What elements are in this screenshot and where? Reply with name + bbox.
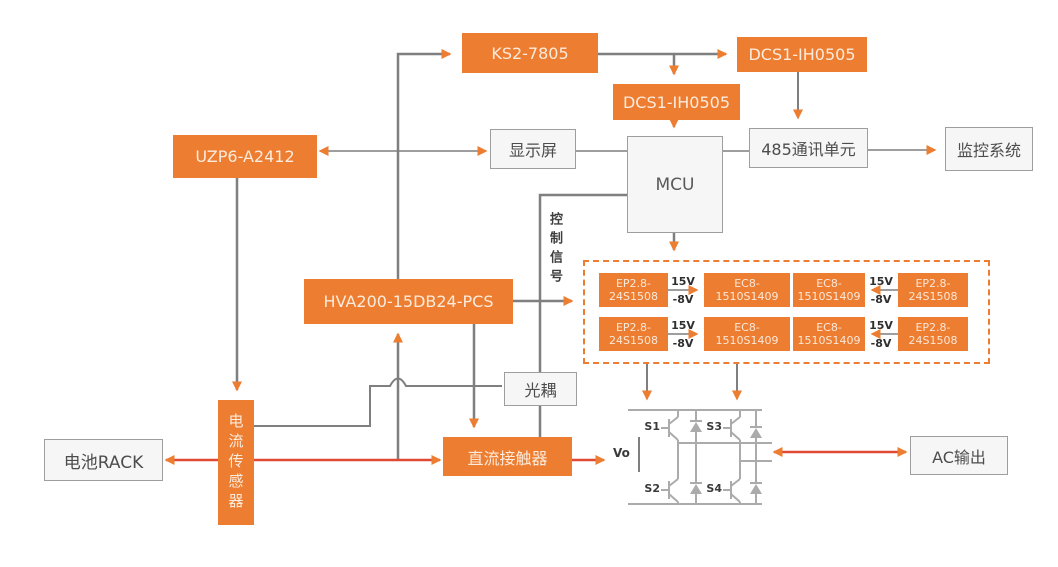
module-line1: EC8- <box>816 321 842 334</box>
diode-d3 <box>750 410 762 461</box>
wire-control-signal <box>538 193 627 437</box>
ac-output-box: AC输出 <box>910 436 1008 475</box>
dcs1-ih0505-top-box: DCS1-IH0505 <box>737 37 867 72</box>
display-box: 显示屏 <box>490 129 576 169</box>
gate-driver-output-module: EC8- 1510S1409 <box>793 317 865 351</box>
voltage-neg-label: -8V <box>870 293 892 306</box>
dcs1-ih0505-top-label: DCS1-IH0505 <box>748 45 856 64</box>
dcs1-ih0505-mid-label: DCS1-IH0505 <box>622 92 731 112</box>
module-line2: 1510S1409 <box>715 290 779 303</box>
module-line1: EC8- <box>816 277 842 290</box>
diode-d2 <box>690 443 702 504</box>
module-line1: EP2.8- <box>615 321 652 334</box>
gate-driver-input-module: EP2.8- 24S1508 <box>898 317 968 351</box>
uzp6-a2412-label: UZP6-A2412 <box>195 147 295 166</box>
uzp6-a2412-box: UZP6-A2412 <box>173 135 317 178</box>
gate-driver-output-module: EC8- 1510S1409 <box>793 273 865 307</box>
gate-driver-group <box>583 260 990 364</box>
rs485-comm-label: 485通讯单元 <box>761 140 856 159</box>
gate-driver-input-module: EP2.8- 24S1508 <box>599 317 668 351</box>
voltage-neg-label: -8V <box>672 337 694 350</box>
dc-contactor-box: 直流接触器 <box>443 437 572 476</box>
ks2-7805-box: KS2-7805 <box>462 33 598 73</box>
rs485-comm-box: 485通讯单元 <box>749 128 868 168</box>
hva200-label: HVA200-15DB24-PCS <box>323 292 494 311</box>
module-line1: EP2.8- <box>615 277 652 290</box>
module-line1: EP2.8- <box>915 321 951 334</box>
voltage-pos-label: 15V <box>869 275 893 288</box>
voltage-pos-label: 15V <box>671 275 695 288</box>
module-line1: EC8- <box>734 277 760 290</box>
gate-driver-input-module: EP2.8- 24S1508 <box>898 273 968 307</box>
vo-label: Vo <box>613 446 630 460</box>
s3-label: S3 <box>706 420 722 433</box>
igbt-bridge <box>628 409 772 505</box>
voltage-pos-label: 15V <box>671 319 695 332</box>
monitor-system-label: 监控系统 <box>956 141 1021 160</box>
gate-driver-input-module: EP2.8- 24S1508 <box>599 273 668 307</box>
module-line2: 24S1508 <box>609 334 658 347</box>
display-label: 显示屏 <box>508 141 557 160</box>
hva200-box: HVA200-15DB24-PCS <box>304 279 513 324</box>
voltage-neg-label: -8V <box>672 293 694 306</box>
module-line2: 24S1508 <box>609 290 658 303</box>
dc-contactor-label: 直流接触器 <box>467 448 548 468</box>
module-line2: 24S1508 <box>908 334 958 347</box>
igbt-s4 <box>723 478 741 503</box>
s2-label: S2 <box>644 482 660 495</box>
diode-d1 <box>690 410 702 443</box>
gate-driver-output-module: EC8- 1510S1409 <box>704 317 790 351</box>
module-line1: EC8- <box>734 321 760 334</box>
control-signal-label: 控制信号 <box>547 212 562 288</box>
battery-rack-label: 电池RACK <box>63 452 144 473</box>
current-sensor-label: 电流传感器 <box>226 412 245 513</box>
gate-driver-output-module: EC8- 1510S1409 <box>704 273 790 307</box>
ks2-7805-label: KS2-7805 <box>491 43 569 63</box>
diode-d4 <box>750 461 762 504</box>
optocoupler-box: 光耦 <box>504 372 577 406</box>
igbt-s1 <box>661 416 679 441</box>
battery-rack-box: 电池RACK <box>44 439 163 481</box>
module-line1: EP2.8- <box>915 277 951 290</box>
optocoupler-label: 光耦 <box>524 381 557 400</box>
mcu-box: MCU <box>627 136 723 233</box>
ac-output-label: AC输出 <box>932 447 986 467</box>
module-line2: 1510S1409 <box>715 334 779 347</box>
module-line2: 24S1508 <box>908 290 958 303</box>
s4-label: S4 <box>706 482 722 495</box>
voltage-pos-label: 15V <box>869 319 893 332</box>
voltage-neg-label: -8V <box>870 337 892 350</box>
module-line2: 1510S1409 <box>797 290 861 303</box>
mcu-label: MCU <box>655 174 695 195</box>
dcs1-ih0505-mid-box: DCS1-IH0505 <box>613 84 740 120</box>
current-sensor-box: 电流传感器 <box>218 400 254 525</box>
s1-label: S1 <box>644 420 660 433</box>
wire-hva-to-ks2 <box>396 49 452 279</box>
igbt-s2 <box>661 478 679 503</box>
monitor-system-box: 监控系统 <box>945 127 1033 171</box>
module-line2: 1510S1409 <box>797 334 861 347</box>
igbt-s3 <box>723 416 741 441</box>
wire-sensor-to-opto <box>254 377 502 427</box>
